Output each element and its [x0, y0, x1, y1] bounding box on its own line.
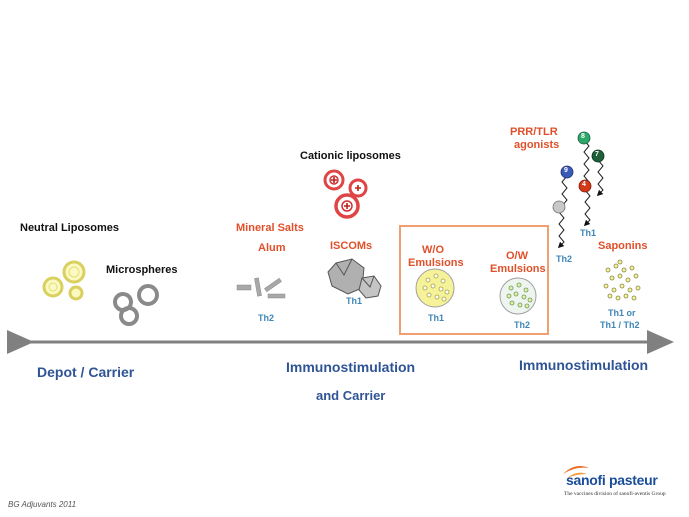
axis-label-immunostimulation-carrier-2: and Carrier: [316, 388, 386, 403]
tlr4-number: 4: [582, 181, 586, 188]
tlr7-number: 7: [595, 151, 599, 158]
neutral-liposomes-icon: [42, 260, 86, 301]
saponins-label: Saponins: [598, 240, 648, 252]
tlr-th1-label: Th1: [580, 228, 597, 238]
saponins-th-label-2: Th1 / Th2: [600, 320, 640, 330]
tlr-generic-ball-icon: [552, 200, 566, 214]
microspheres-label: Microspheres: [106, 264, 178, 276]
tlr7-ball-icon: [591, 149, 605, 163]
ow-th-label: Th2: [514, 320, 531, 330]
tlr9-ball-icon: [560, 165, 574, 179]
tlr-agonist-balls: [552, 131, 605, 214]
neutral-liposomes-label: Neutral Liposomes: [20, 222, 120, 234]
cationic-liposomes-icon: [323, 169, 368, 219]
wo-emulsion-icon: [415, 268, 455, 308]
tlr4-ball-icon: [578, 179, 592, 193]
saponins-icon: [603, 259, 641, 301]
ow-emulsion-icon: [499, 277, 537, 315]
prr-tlr-label-2: agonists: [514, 139, 560, 151]
microspheres-icon: [113, 284, 159, 326]
axis-label-immunostimulation: Immunostimulation: [519, 357, 649, 373]
tlr9-number: 9: [564, 167, 568, 174]
prr-tlr-label-1: PRR/TLR: [510, 126, 558, 138]
alum-crystals-icon: [236, 277, 286, 299]
wo-emulsions-label-2: Emulsions: [408, 257, 464, 269]
saponins-th-label-1: Th1 or: [608, 308, 636, 318]
sanofi-pasteur-logo-text: sanofi pasteur: [566, 472, 658, 488]
alum-label: Alum: [258, 242, 286, 254]
tlr8-number: 8: [581, 133, 585, 140]
axis-label-depot-carrier: Depot / Carrier: [37, 364, 135, 380]
sanofi-bird-icon: [563, 466, 589, 478]
tlr-agonist-signals: [557, 139, 604, 249]
wo-th-label: Th1: [428, 313, 445, 323]
wo-emulsions-label-1: W/O: [422, 244, 444, 256]
credit-text: BG Adjuvants 2011: [8, 500, 77, 509]
tlr-th2-label: Th2: [556, 254, 573, 264]
ow-emulsions-label-2: Emulsions: [490, 263, 546, 275]
tlr8-ball-icon: [577, 131, 591, 145]
cationic-liposomes-label: Cationic liposomes: [300, 150, 401, 162]
axis-label-immunostimulation-carrier-1: Immunostimulation: [286, 359, 416, 375]
alum-th-label: Th2: [258, 313, 275, 323]
iscoms-label: ISCOMs: [330, 240, 373, 252]
iscoms-th-label: Th1: [346, 296, 363, 306]
sanofi-tagline: The vaccines division of sanofi-aventis …: [564, 491, 666, 497]
ow-emulsions-label-1: O/W: [506, 250, 528, 262]
mineral-salts-label: Mineral Salts: [236, 222, 304, 234]
iscoms-icon: [327, 258, 382, 299]
